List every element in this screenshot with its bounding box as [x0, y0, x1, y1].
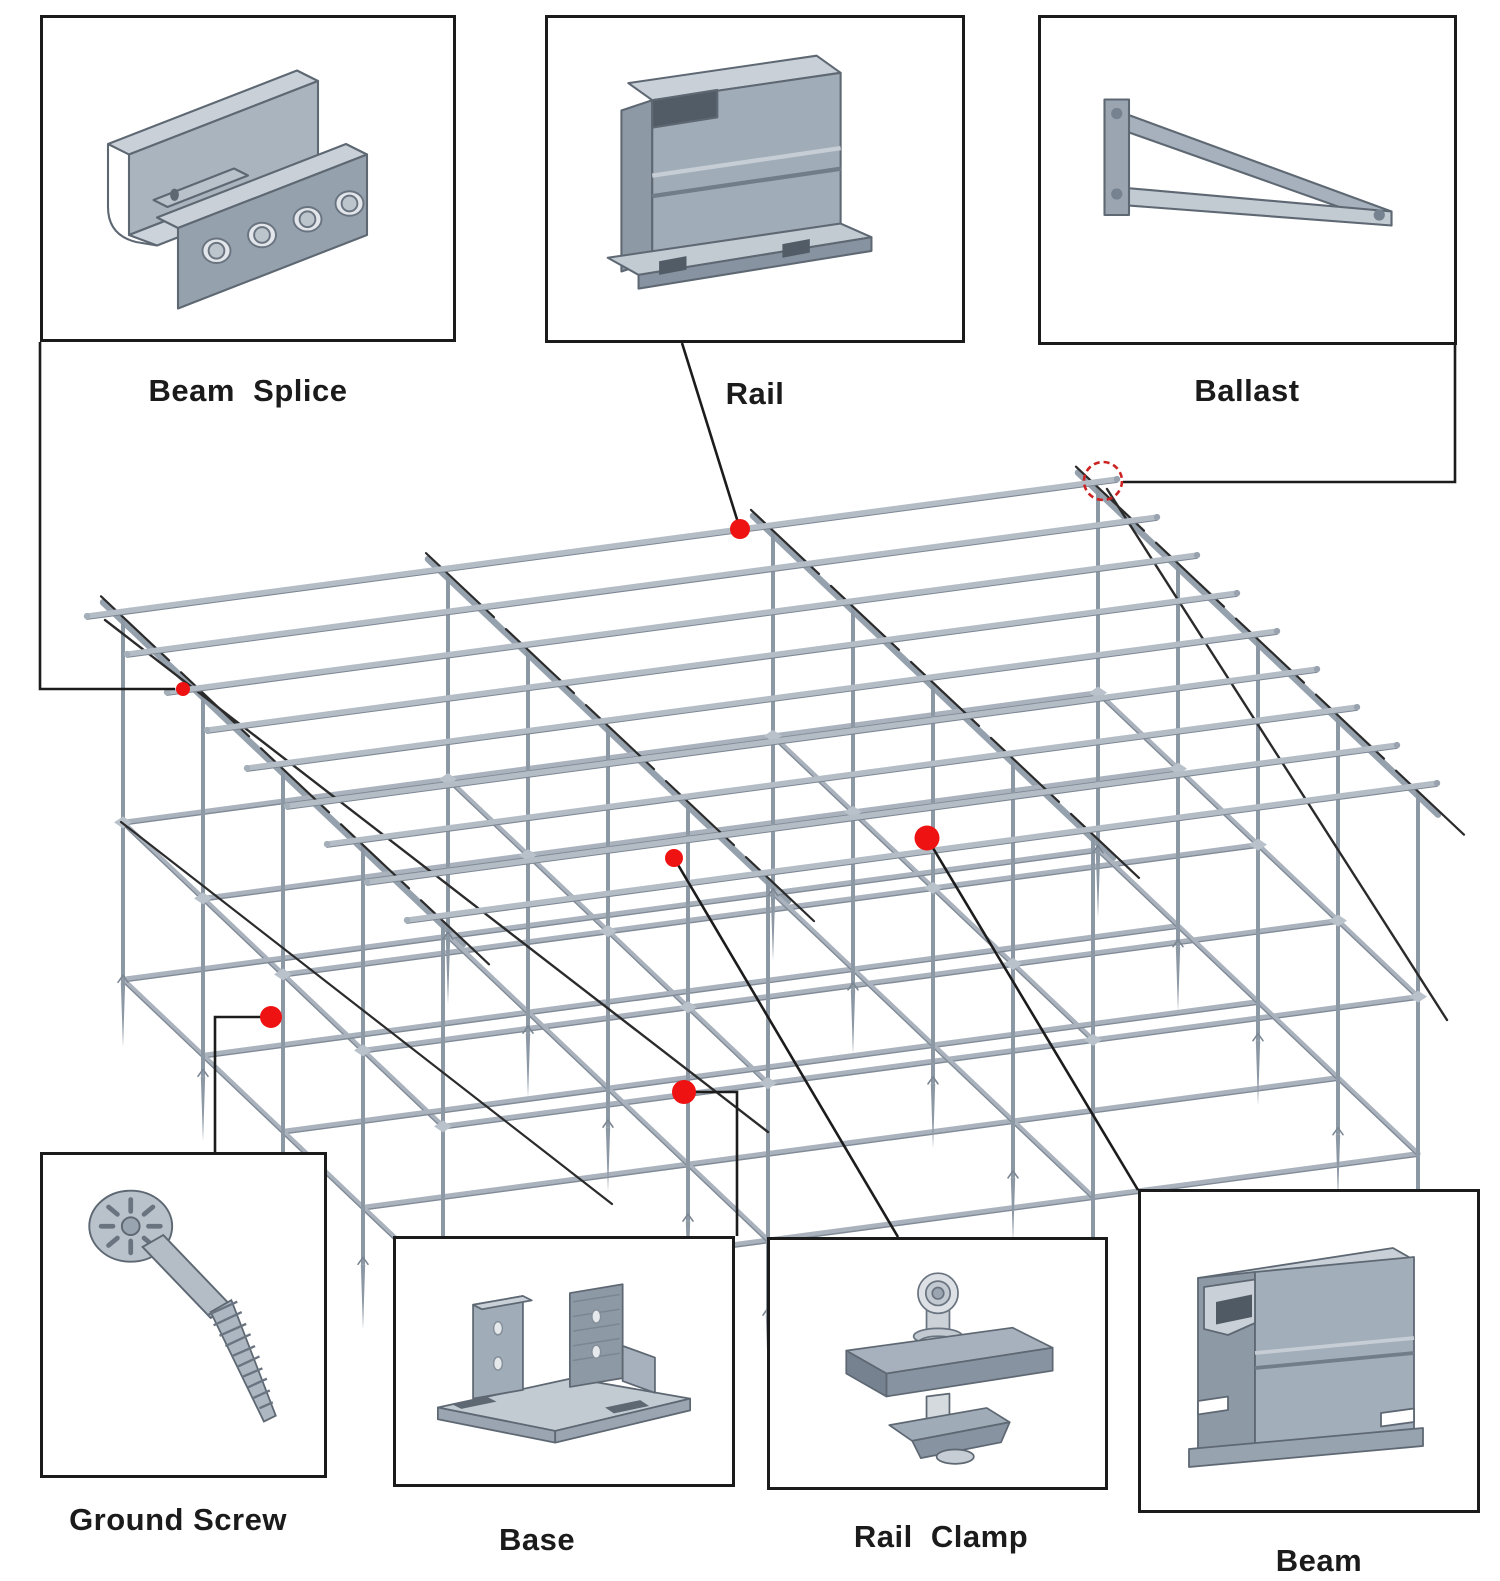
base-box	[393, 1236, 735, 1487]
beam-label: Beam	[1275, 1543, 1363, 1578]
rail-box	[545, 15, 965, 343]
screw-thread	[206, 1300, 273, 1410]
rail-clamp-label: Rail Clamp	[853, 1519, 1029, 1554]
ground-screw-label: Ground Screw	[69, 1502, 287, 1537]
ground-screw-box	[40, 1152, 327, 1478]
ballast-label: Ballast	[1194, 373, 1300, 408]
roof-rails	[83, 475, 1441, 924]
marker-dot-rail	[730, 519, 750, 539]
ballast-highlight-circle	[1082, 460, 1124, 502]
beam-thumbnail	[1188, 1246, 1424, 1468]
marker-dot-rail-clamp	[665, 849, 683, 867]
base-thumbnail	[436, 1282, 692, 1444]
leader-lines	[38, 342, 1457, 1238]
rail-clamp-thumbnail	[844, 1272, 1054, 1465]
beam-splice-label: Beam Splice	[148, 373, 348, 408]
rail-label: Rail	[725, 376, 785, 411]
ballast-box	[1038, 15, 1457, 345]
marker-dot-beam-splice	[176, 682, 190, 696]
marker-dot-ground-screw	[260, 1006, 282, 1028]
rail-clamp-box	[767, 1237, 1108, 1490]
ground-screw-thumbnail	[87, 1189, 277, 1423]
marker-dot-beam	[914, 825, 940, 851]
beam-box	[1138, 1189, 1480, 1513]
ballast-thumbnail	[1102, 98, 1393, 227]
tie-junctions	[114, 686, 1427, 1133]
rail-thumbnail	[606, 54, 873, 290]
beam-splice-thumbnail	[106, 68, 369, 310]
beam-splice-box	[40, 15, 456, 342]
base-label: Base	[498, 1522, 576, 1557]
marker-dot-base	[672, 1080, 696, 1104]
red-markers	[176, 460, 1124, 1104]
